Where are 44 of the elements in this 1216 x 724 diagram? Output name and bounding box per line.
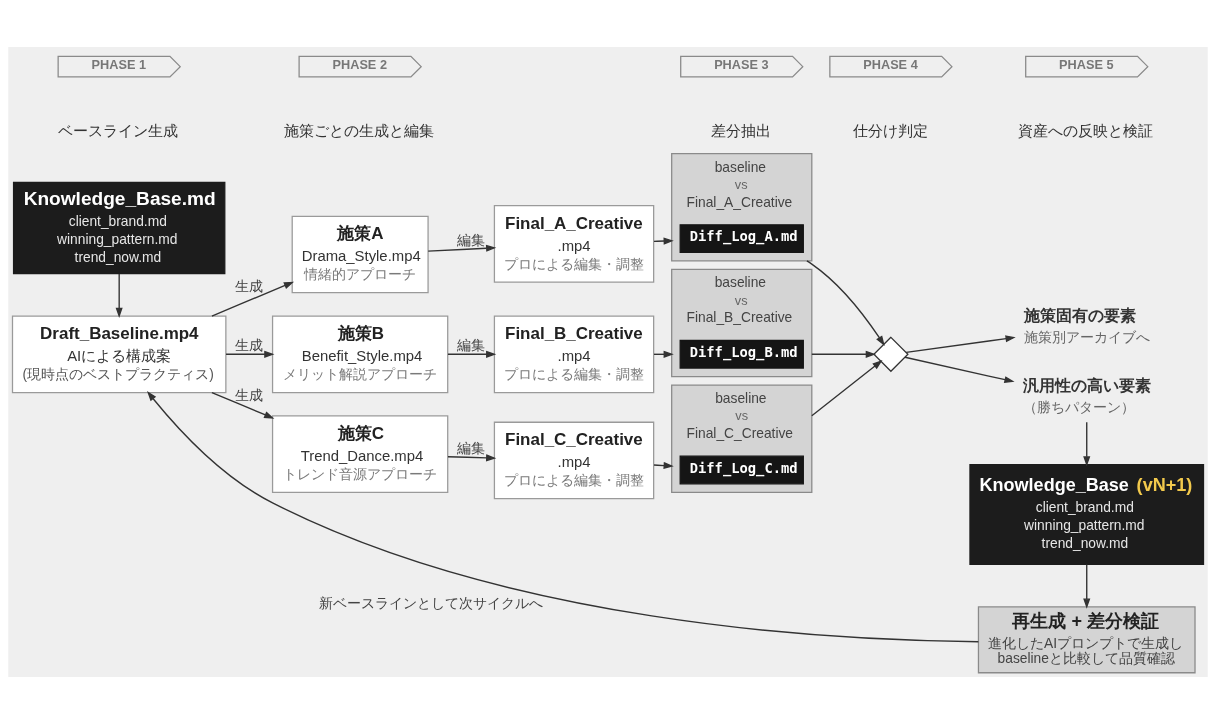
arrow: [905, 335, 1016, 354]
node-label: 差分抽出: [710, 123, 771, 140]
arrow: [653, 237, 674, 245]
node-box: Diff_Log_B.md: [679, 339, 804, 369]
arrow: [211, 391, 275, 419]
arrow: [225, 350, 275, 358]
arrow: [447, 350, 497, 358]
node-text: 施策固有の要素 施策別アーカイブへ: [1024, 307, 1151, 345]
arrow: [811, 350, 876, 358]
arrow: [447, 454, 497, 462]
edge-label: 生成: [235, 386, 264, 403]
node-label: 施策ごとの生成と編集: [284, 123, 435, 140]
edge-label: 新ベースラインとして次サイクルへ: [318, 594, 543, 611]
node-box: Diff_Log_A.md: [679, 224, 804, 254]
node-box: Final_B_Creative .mp4 プロによる編集・調整: [493, 315, 655, 394]
arrow: [1083, 421, 1091, 467]
edge-label: 生成: [235, 336, 264, 353]
arrow: [211, 281, 295, 317]
node-text: 汎用性の高い要素 （勝ちパターン）: [1023, 377, 1152, 416]
node-box: Diff_Log_C.md: [679, 455, 804, 485]
node-box: 再生成 + 差分検証 進化したAIプロンプトで生成しbaselineと比較して品質確認: [977, 606, 1196, 674]
node-box: Draft_Baseline.mp4 AIによる構成案 (現時点のベストプラクティス): [11, 315, 227, 394]
node-label: 資産への反映と検証: [1018, 123, 1154, 140]
edge-label: 編集: [457, 439, 486, 456]
arrow: [147, 391, 980, 643]
arrow: [1083, 563, 1091, 609]
arrow: [115, 273, 123, 318]
arrow: [904, 356, 1015, 384]
node-box: 施策A Drama_Style.mp4 情緒的アプローチ: [291, 215, 429, 294]
edge-label: 編集: [457, 231, 486, 248]
node-box: 施策B Benefit_Style.mp4 メリット解説アプローチ: [271, 315, 449, 394]
node-label: ベースライン生成: [58, 123, 179, 140]
node-box: 施策C Trend_Dance.mp4 トレンド音源アプローチ: [271, 415, 449, 493]
arrow: [653, 462, 674, 470]
edge-label: 編集: [457, 336, 486, 353]
edge-label: 生成: [235, 278, 264, 295]
arrow: [806, 260, 885, 346]
node-box: Knowledge_Base.md client_brand.md winning_pattern.md trend_now.md: [12, 181, 226, 275]
node-box: Knowledge_Base (vN+1) client_brand.md winning_pattern.md trend_now.md: [969, 464, 1205, 566]
node-box: Final_C_Creative .mp4 プロによる編集・調整: [493, 421, 655, 500]
arrow: [811, 360, 883, 417]
node-box: Final_A_Creative .mp4 プロによる編集・調整: [493, 205, 655, 283]
arrow: [427, 244, 497, 252]
node-label: 仕分け判定: [852, 123, 928, 140]
